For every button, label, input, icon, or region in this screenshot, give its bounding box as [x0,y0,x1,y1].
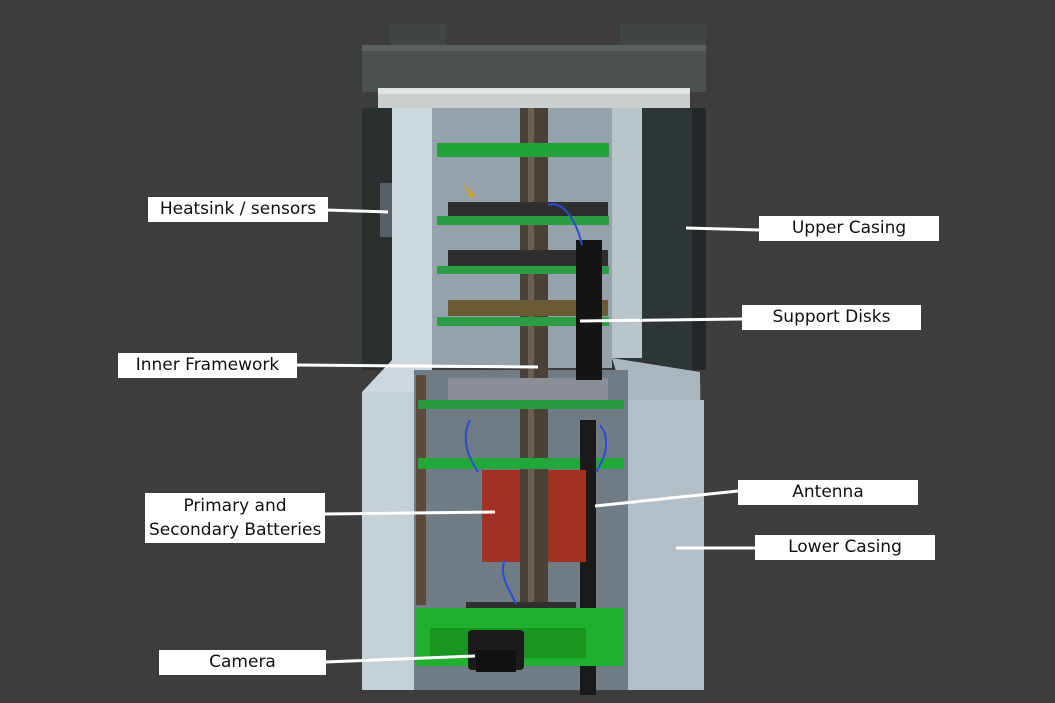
inner-framework-rod [520,108,548,608]
batteries [482,470,586,562]
label-batteries-line2: Secondary Batteries [149,520,322,540]
label-support-disks: Support Disks [742,305,921,330]
upper-casing-cap [362,24,706,110]
internal-plates [448,202,608,612]
label-batteries-line1: Primary and [183,496,287,516]
support-disks [418,143,624,469]
label-inner-framework: Inner Framework [118,353,297,378]
label-batteries: Primary and Secondary Batteries [145,493,325,543]
heatsink-block [380,183,392,237]
leader-lines [296,208,761,664]
wires [464,203,608,605]
label-antenna: Antenna [738,480,918,505]
label-lower-casing: Lower Casing [755,535,935,560]
label-camera: Camera [159,650,326,675]
label-heatsink: Heatsink / sensors [148,197,328,222]
sensor-connector [463,183,476,198]
camera-mount [416,608,624,672]
label-upper-casing: Upper Casing [759,216,939,241]
